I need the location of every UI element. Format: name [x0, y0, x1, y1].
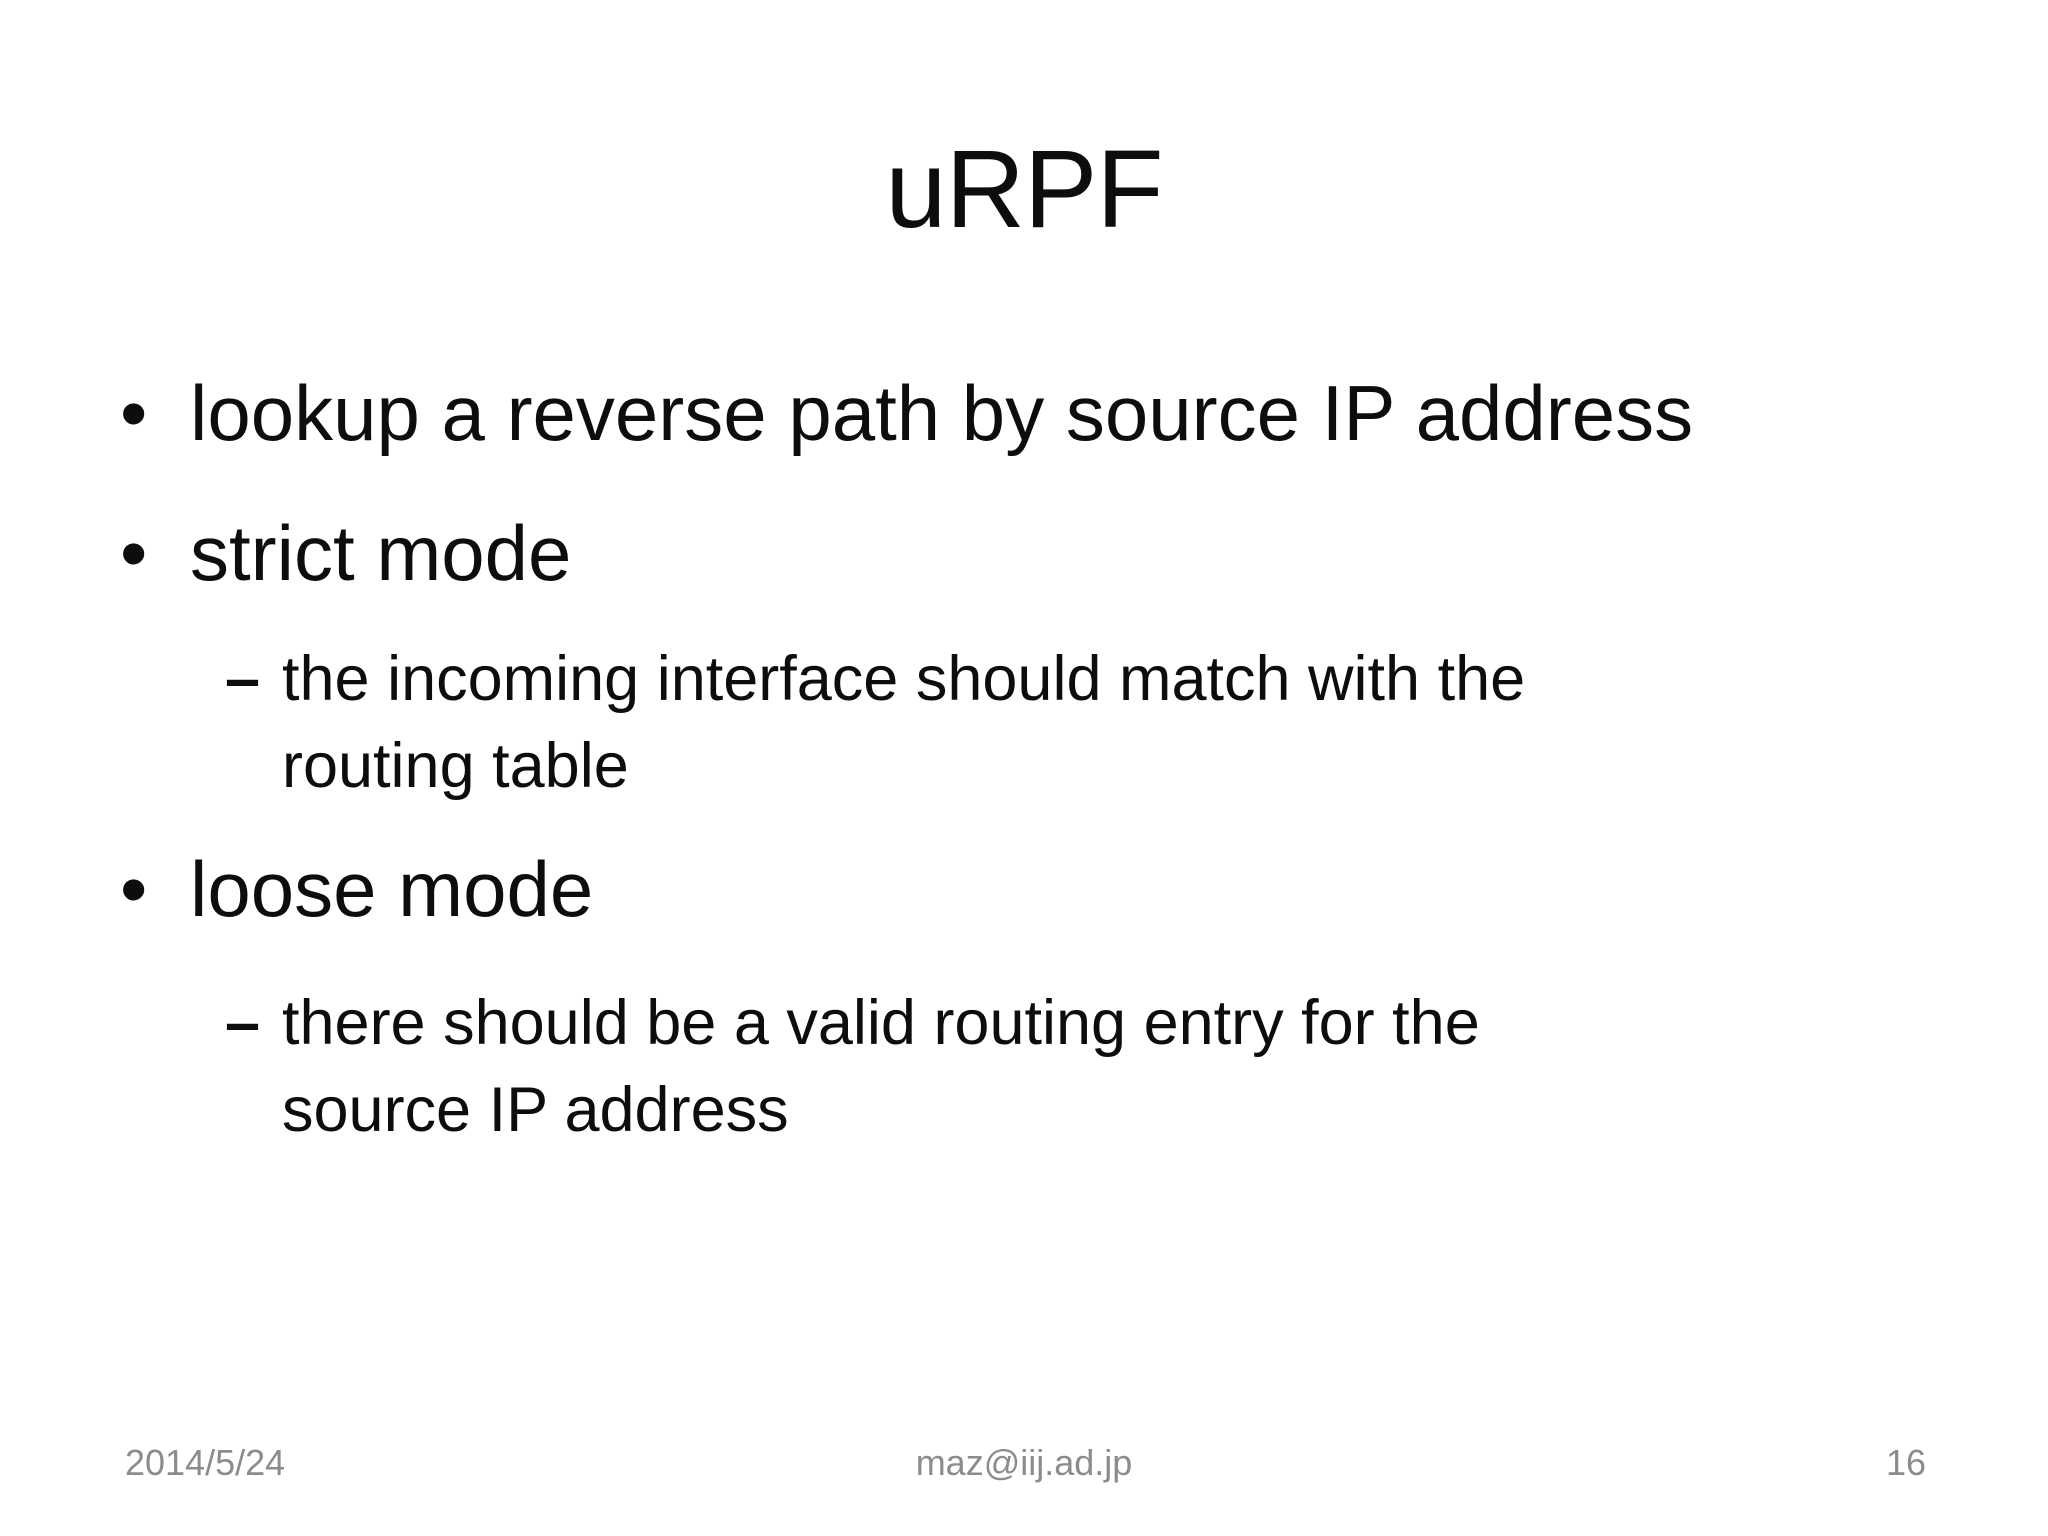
bullet-line: loose mode — [190, 845, 594, 933]
footer-page-number: 16 — [1885, 1442, 1926, 1483]
subbullet-item-loose-detail: – there should be a valid routing entry … — [0, 980, 1988, 1154]
bullet-item-lookup: • lookup a reverse path by source IP add… — [0, 366, 1988, 461]
dash-icon: – — [225, 644, 261, 714]
subbullet-line: routing table — [282, 730, 629, 801]
subbullet-item-strict-detail: – the incoming interface should match wi… — [0, 636, 1988, 810]
dash-icon: – — [225, 988, 261, 1058]
bullet-line: strict mode — [190, 509, 572, 597]
slide-title: uRPF — [885, 128, 1163, 251]
subbullet-line: source IP address — [282, 1074, 789, 1145]
subbullet-line: the incoming interface should match with… — [282, 644, 1526, 714]
bullet-dot-icon: • — [120, 845, 148, 933]
bullet-dot-icon: • — [120, 509, 148, 597]
bullet-item-strict-mode: • strict mode — [0, 506, 1988, 601]
subbullet-line: there should be a valid routing entry fo… — [282, 988, 1480, 1058]
bullet-item-loose-mode: • loose mode — [0, 842, 1988, 937]
bullet-text: strict mode — [190, 506, 1988, 601]
bullet-dot-icon: • — [120, 369, 148, 457]
subbullet-text: the incoming interface should match with… — [282, 636, 1988, 810]
slide-footer: 2014/5/24 maz@iij.ad.jp 16 — [0, 1442, 2048, 1502]
footer-date: 2014/5/24 — [125, 1442, 286, 1483]
bullet-text: loose mode — [190, 842, 1988, 937]
subbullet-text: there should be a valid routing entry fo… — [282, 980, 1988, 1154]
bullet-text: lookup a reverse path by source IP addre… — [190, 366, 1988, 461]
bullet-line: lookup a reverse path by source IP addre… — [190, 369, 1694, 457]
footer-email: maz@iij.ad.jp — [915, 1442, 1133, 1483]
